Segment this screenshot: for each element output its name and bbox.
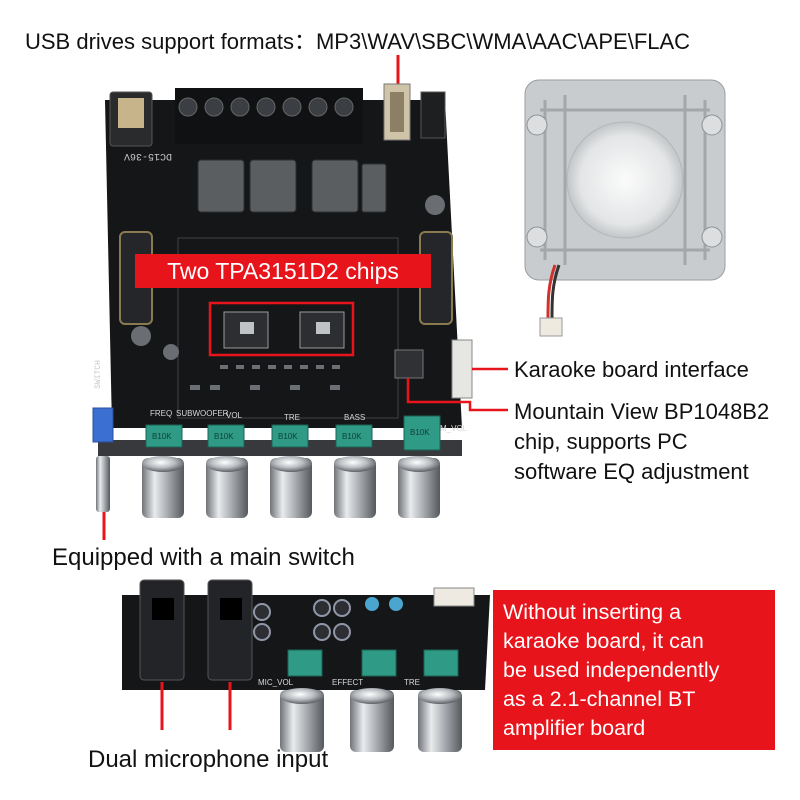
knob-label-freq: FREQ	[150, 409, 173, 418]
knob-master-volume	[398, 458, 440, 518]
karaoke-knob-label-mic-vol: MIC_VOL	[258, 678, 294, 687]
pot-value-1: B10K	[152, 432, 172, 441]
bp1048-callout-line2: chip, supports PC	[514, 429, 688, 454]
bp1048-pointer	[406, 378, 508, 412]
info-line-5: amplifier board	[503, 716, 646, 740]
main-knobs	[142, 456, 440, 518]
knob-subwoofer	[206, 458, 248, 518]
fan-hub	[566, 121, 684, 239]
knob-mic-volume	[280, 690, 324, 752]
karaoke-board	[122, 579, 490, 752]
knob-freq	[142, 458, 184, 518]
knob-bass	[334, 458, 376, 518]
main-switch-caption: Equipped with a main switch	[52, 544, 355, 571]
info-line-1: Without inserting a	[503, 600, 682, 624]
mic-jack-2	[207, 579, 253, 681]
knob-label-subwoofer: SUBWOOFER	[176, 409, 229, 418]
mic-jack-1	[139, 579, 185, 681]
karaoke-knob-label-effect: EFFECT	[332, 678, 364, 687]
fan-connector	[539, 317, 563, 337]
knob-label-vol: VOL	[226, 411, 243, 420]
pot-value-3: B10K	[278, 432, 298, 441]
karaoke-interface-callout: Karaoke board interface	[514, 357, 749, 382]
pot-value-4: B10K	[342, 432, 362, 441]
knob-karaoke-treble	[418, 690, 462, 752]
karaoke-knob-label-tre: TRE	[404, 678, 420, 687]
bp1048-callout-line1: Mountain View BP1048B2	[514, 399, 770, 424]
dual-mic-caption: Dual microphone input	[88, 746, 329, 773]
info-line-4: as a 2.1-channel BT	[503, 687, 696, 711]
heatsink-fan	[524, 79, 726, 337]
chips-label: Two TPA3151D2 chips	[135, 254, 431, 288]
aux-jack	[420, 91, 446, 139]
switch-toggle	[96, 456, 110, 512]
karaoke-connector	[451, 339, 473, 399]
main-switch	[92, 407, 114, 443]
info-line-3: be used independently	[503, 658, 720, 682]
knob-treble	[270, 458, 312, 518]
formats-caption: USB drives support formats：MP3\WAV\SBC\W…	[25, 29, 691, 54]
knob-label-tre: TRE	[284, 413, 300, 422]
pot-value-5: B10K	[410, 428, 430, 437]
info-line-2: karaoke board, it can	[503, 629, 704, 653]
bp1048b2-chip	[394, 349, 424, 379]
silk-switch-label: SWITCH	[93, 360, 103, 389]
knob-label-mvol: M_VOL	[440, 424, 468, 433]
bp1048-callout-line3: software EQ adjustment	[514, 459, 749, 484]
knob-effect	[350, 690, 394, 752]
silk-dc-label: DC15-36V	[124, 150, 173, 161]
karaoke-board-connector	[433, 587, 475, 607]
tpa-chips-highlight	[208, 301, 355, 357]
standalone-info-box: Without inserting a karaoke board, it ca…	[493, 590, 775, 750]
knob-label-bass: BASS	[344, 413, 366, 422]
pot-value-2: B10K	[214, 432, 234, 441]
